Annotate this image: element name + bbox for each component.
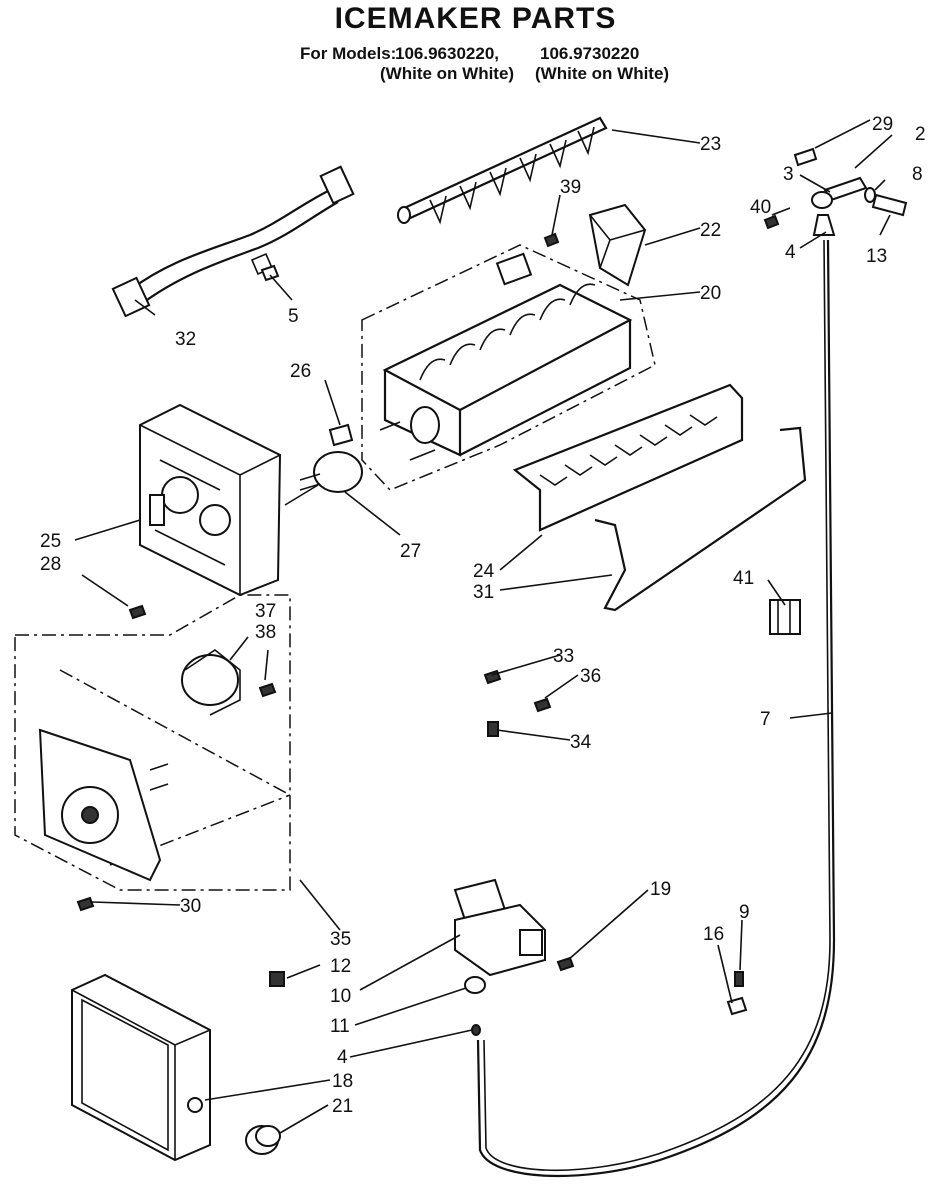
callout-21: 21 <box>332 1096 353 1117</box>
callout-32: 32 <box>175 329 196 350</box>
page-title: ICEMAKER PARTS <box>334 2 617 35</box>
part-18-access-cover <box>71 973 211 1162</box>
callout-31: 31 <box>473 582 494 603</box>
model-variant-b: (White on White) <box>535 64 670 83</box>
part-23-ejector <box>397 116 608 225</box>
callout-12: 12 <box>330 956 351 977</box>
part-10-water-valve <box>453 878 546 1036</box>
callout-2: 2 <box>915 124 926 145</box>
callout-20: 20 <box>700 283 721 304</box>
callout-33: 33 <box>553 646 574 667</box>
callout-23: 23 <box>700 134 721 155</box>
fill-tube-fittings <box>793 147 908 236</box>
part-27-motor <box>284 451 363 506</box>
part-32-harness <box>111 165 355 318</box>
callout-26: 26 <box>290 361 311 382</box>
callout-8: 8 <box>912 164 923 185</box>
part-21-knob <box>245 1125 281 1155</box>
callout-16: 16 <box>703 924 724 945</box>
model-number-b: 106.9730220 <box>540 44 640 63</box>
part-24-stripper <box>512 383 744 532</box>
callout-28: 28 <box>40 554 61 575</box>
callout-39: 39 <box>560 177 581 198</box>
callout-7: 7 <box>760 709 771 730</box>
leader-lines <box>74 119 893 1134</box>
callout-3: 3 <box>783 164 794 185</box>
part-31-shutoff-arm <box>594 426 807 612</box>
callout-9: 9 <box>739 902 750 923</box>
callout-40: 40 <box>750 197 771 218</box>
callout-35: 35 <box>330 929 351 950</box>
callout-4-bottom: 4 <box>337 1047 348 1068</box>
callout-10: 10 <box>330 986 351 1007</box>
models-label: For Models: <box>300 44 397 63</box>
callout-34: 34 <box>570 732 592 753</box>
callout-38: 38 <box>255 622 276 643</box>
part-25-control-housing <box>139 403 282 597</box>
model-variant-a: (White on White) <box>380 64 515 83</box>
part-7-water-tube <box>476 239 836 1178</box>
callout-18: 18 <box>332 1071 353 1092</box>
callout-22: 22 <box>700 220 721 241</box>
part-35-module <box>14 594 291 891</box>
callout-30: 30 <box>180 896 201 917</box>
part-22-fill-cup <box>588 203 647 287</box>
callout-4-top: 4 <box>785 242 796 263</box>
callout-19: 19 <box>650 879 671 900</box>
callout-36: 36 <box>580 666 601 687</box>
callout-41: 41 <box>733 568 754 589</box>
callout-5: 5 <box>288 306 299 327</box>
callout-37: 37 <box>255 601 276 622</box>
callout-13: 13 <box>866 246 887 267</box>
callout-24: 24 <box>473 561 495 582</box>
callout-27: 27 <box>400 541 421 562</box>
callout-25: 25 <box>40 531 61 552</box>
model-number-a: 106.9630220, <box>395 44 499 63</box>
part-26-clip <box>328 423 354 447</box>
callout-numbers: 23 39 22 20 29 2 3 8 40 13 4 5 32 26 27 … <box>40 114 926 1117</box>
callout-29: 29 <box>872 114 893 135</box>
callout-11: 11 <box>330 1016 350 1037</box>
part-20-mold <box>361 244 656 491</box>
